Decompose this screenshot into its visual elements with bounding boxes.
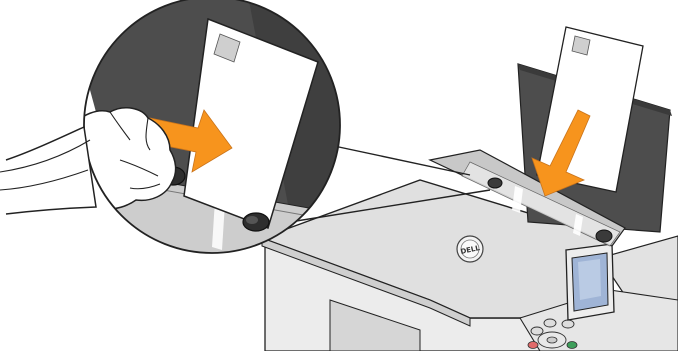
cancel-button-icon[interactable] [528,342,538,349]
control-button-icon[interactable] [544,319,556,327]
hand-wrist [0,127,96,214]
display-screen [566,244,614,320]
start-button-icon[interactable] [567,342,577,349]
select-button-icon[interactable] [547,337,557,343]
paper-guide-knob[interactable] [596,230,612,242]
paper-guide-left-knob[interactable] [488,178,502,188]
control-button-icon[interactable] [531,327,543,335]
dell-logo-icon: DELL [457,236,483,262]
control-button-icon[interactable] [562,320,574,328]
